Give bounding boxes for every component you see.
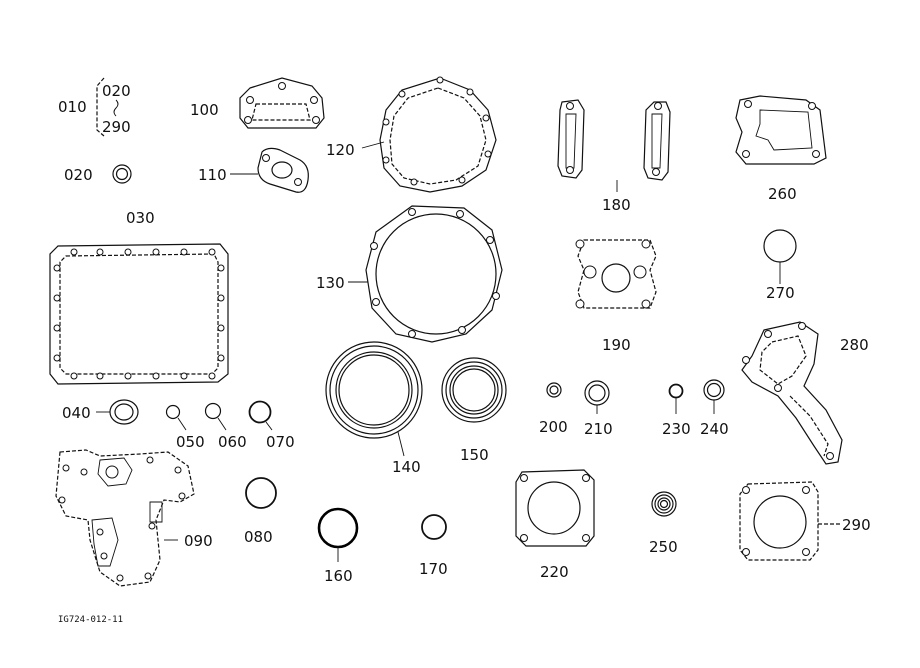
label-210: 210 — [584, 420, 613, 438]
label-090: 090 — [184, 532, 213, 550]
label-140: 140 — [392, 458, 421, 476]
label-010: 010 — [58, 98, 87, 116]
part-160-o-ring[interactable]: 160 — [317, 507, 359, 585]
label-290-range-end: 290 — [102, 118, 131, 136]
label-230: 230 — [662, 420, 691, 438]
part-190-gasket[interactable]: 190 — [575, 239, 657, 354]
part-020-seal[interactable]: 020 — [64, 164, 132, 184]
part-140-seal[interactable]: 140 — [325, 341, 423, 476]
label-040: 040 — [62, 404, 91, 422]
label-190: 190 — [602, 336, 631, 354]
label-280: 280 — [840, 336, 869, 354]
part-220-gasket[interactable]: 220 — [515, 469, 595, 581]
label-250: 250 — [649, 538, 678, 556]
label-200: 200 — [539, 418, 568, 436]
part-150-seal[interactable]: 150 — [441, 357, 507, 464]
label-020: 020 — [64, 166, 93, 184]
label-260: 260 — [768, 185, 797, 203]
label-110: 110 — [198, 166, 227, 184]
part-210-seal[interactable]: 210 — [584, 380, 613, 438]
label-220: 220 — [540, 563, 569, 581]
part-270-o-ring[interactable]: 270 — [763, 229, 797, 302]
label-290: 290 — [842, 516, 871, 534]
part-230-o-ring[interactable]: 230 — [662, 383, 691, 439]
part-280-gasket[interactable]: 280 — [741, 321, 869, 465]
part-080-o-ring[interactable]: 080 — [244, 477, 277, 546]
part-070-o-ring[interactable]: 070 — [248, 400, 295, 452]
diagram-code: IG724-012-11 — [58, 615, 123, 625]
label-150: 150 — [460, 446, 489, 464]
part-200-seal[interactable]: 200 — [539, 382, 568, 436]
label-020-range-start: 020 — [102, 82, 131, 100]
part-180-gasket-pair[interactable]: 180 — [557, 99, 671, 214]
label-100: 100 — [190, 101, 219, 119]
label-170: 170 — [419, 560, 448, 578]
part-290-gasket[interactable]: 290 — [739, 481, 871, 561]
label-270: 270 — [766, 284, 795, 302]
label-030: 030 — [126, 209, 155, 227]
part-120-gasket[interactable]: 120 — [326, 76, 497, 193]
label-080: 080 — [244, 528, 273, 546]
label-060: 060 — [218, 433, 247, 451]
part-240-seal[interactable]: 240 — [700, 379, 729, 438]
part-100-gasket[interactable]: 100 — [190, 77, 325, 129]
part-090-gasket-set[interactable]: 090 — [55, 449, 213, 587]
part-110-gasket[interactable]: 110 — [198, 147, 309, 193]
label-180: 180 — [602, 196, 631, 214]
label-050: 050 — [176, 433, 205, 451]
label-070: 070 — [266, 433, 295, 451]
label-120: 120 — [326, 141, 355, 159]
part-040-seal[interactable]: 040 — [62, 399, 139, 425]
part-030-oil-pan-gasket[interactable]: 030 — [49, 209, 229, 385]
part-170-o-ring[interactable]: 170 — [419, 514, 448, 578]
part-060-o-ring[interactable]: 060 — [204, 402, 247, 452]
part-010-group[interactable]: 010 020 290 — [58, 77, 131, 137]
part-050-o-ring[interactable]: 050 — [165, 404, 205, 452]
part-250-seal[interactable]: 250 — [649, 491, 678, 556]
part-130-gasket[interactable]: 130 — [316, 205, 503, 343]
part-260-gasket[interactable]: 260 — [735, 95, 827, 203]
label-160: 160 — [324, 567, 353, 585]
label-240: 240 — [700, 420, 729, 438]
label-130: 130 — [316, 274, 345, 292]
